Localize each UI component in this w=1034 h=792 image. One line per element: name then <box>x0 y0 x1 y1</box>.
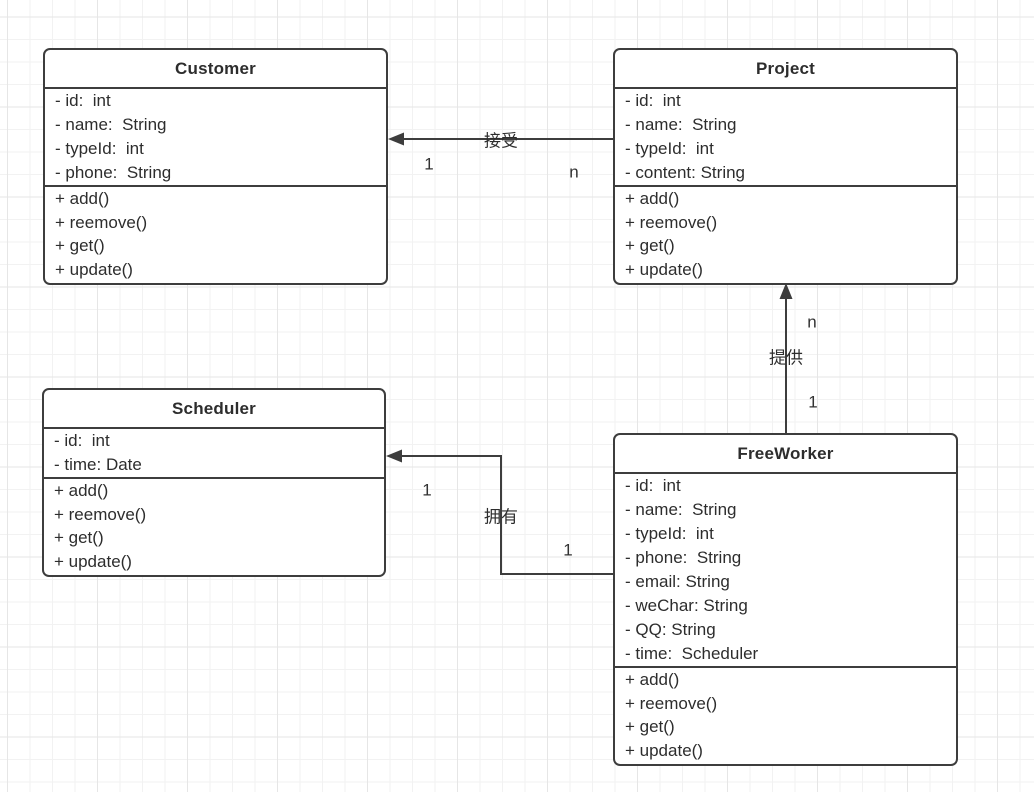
class-scheduler-attributes: - id: int - time: Date <box>44 429 384 479</box>
class-project[interactable]: Project - id: int - name: String - typeI… <box>613 48 958 285</box>
method-row: + get() <box>625 236 675 255</box>
provide-multiplicity-project: n <box>807 312 817 332</box>
method-row: + get() <box>54 528 104 547</box>
method-row: + add() <box>55 189 110 208</box>
own-multiplicity-scheduler: 1 <box>422 480 432 500</box>
attribute-row: - id: int <box>55 91 111 110</box>
class-freeworker-methods: + add() + reemove() + get() + update() <box>615 668 956 764</box>
provide-multiplicity-freeworker: 1 <box>808 392 818 412</box>
attribute-row: - name: String <box>55 115 167 134</box>
method-row: + add() <box>625 670 680 689</box>
method-row: + get() <box>625 717 675 736</box>
attribute-row: - typeId: int <box>625 524 714 543</box>
attribute-row: - name: String <box>625 115 737 134</box>
class-scheduler[interactable]: Scheduler - id: int - time: Date + add()… <box>42 388 386 577</box>
class-customer-methods: + add() + reemove() + get() + update() <box>45 187 386 283</box>
method-row: + add() <box>54 481 109 500</box>
method-row: + reemove() <box>55 212 148 232</box>
method-row: + update() <box>55 259 133 279</box>
arrowhead-accept <box>388 132 404 146</box>
attribute-row: - typeId: int <box>55 139 144 158</box>
accept-multiplicity-customer: 1 <box>424 154 434 174</box>
association-own-label[interactable]: 拥有 <box>484 507 518 527</box>
class-project-attributes: - id: int - name: String - typeId: int -… <box>615 89 956 187</box>
association-accept-label[interactable]: 接受 <box>484 131 518 151</box>
attribute-row: - QQ: String <box>625 620 716 639</box>
method-row: + reemove() <box>625 212 718 232</box>
association-provide-label[interactable]: 提供 <box>769 348 803 368</box>
attribute-row: - id: int <box>54 431 110 450</box>
method-row: + update() <box>625 259 703 279</box>
class-freeworker[interactable]: FreeWorker - id: int - name: String - ty… <box>613 433 958 766</box>
accept-multiplicity-project: n <box>569 162 579 182</box>
method-row: + update() <box>625 740 703 760</box>
attribute-row: - content: String <box>625 163 746 182</box>
class-freeworker-attributes: - id: int - name: String - typeId: int -… <box>615 474 956 668</box>
class-scheduler-methods: + add() + reemove() + get() + update() <box>44 479 384 575</box>
attribute-row: - name: String <box>625 500 737 519</box>
attribute-row: - email: String <box>625 572 730 591</box>
class-freeworker-title: FreeWorker <box>615 435 956 474</box>
own-multiplicity-freeworker: 1 <box>563 540 573 560</box>
attribute-row: - id: int <box>625 476 681 495</box>
attribute-row: - time: Date <box>54 455 142 474</box>
method-row: + update() <box>54 551 132 571</box>
class-customer-attributes: - id: int - name: String - typeId: int -… <box>45 89 386 187</box>
class-customer-title: Customer <box>45 50 386 89</box>
class-scheduler-title: Scheduler <box>44 390 384 429</box>
arrowhead-own <box>386 449 402 463</box>
class-customer[interactable]: Customer - id: int - name: String - type… <box>43 48 388 285</box>
class-project-title: Project <box>615 50 956 89</box>
attribute-row: - id: int <box>625 91 681 110</box>
arrowhead-provide <box>779 283 793 299</box>
attribute-row: - typeId: int <box>625 139 714 158</box>
class-project-methods: + add() + reemove() + get() + update() <box>615 187 956 283</box>
attribute-row: - weChar: String <box>625 596 748 615</box>
method-row: + add() <box>625 189 680 208</box>
method-row: + reemove() <box>625 693 718 713</box>
method-row: + reemove() <box>54 504 147 524</box>
attribute-row: - phone: String <box>55 163 172 182</box>
attribute-row: - time: Scheduler <box>625 644 759 663</box>
method-row: + get() <box>55 236 105 255</box>
attribute-row: - phone: String <box>625 548 742 567</box>
